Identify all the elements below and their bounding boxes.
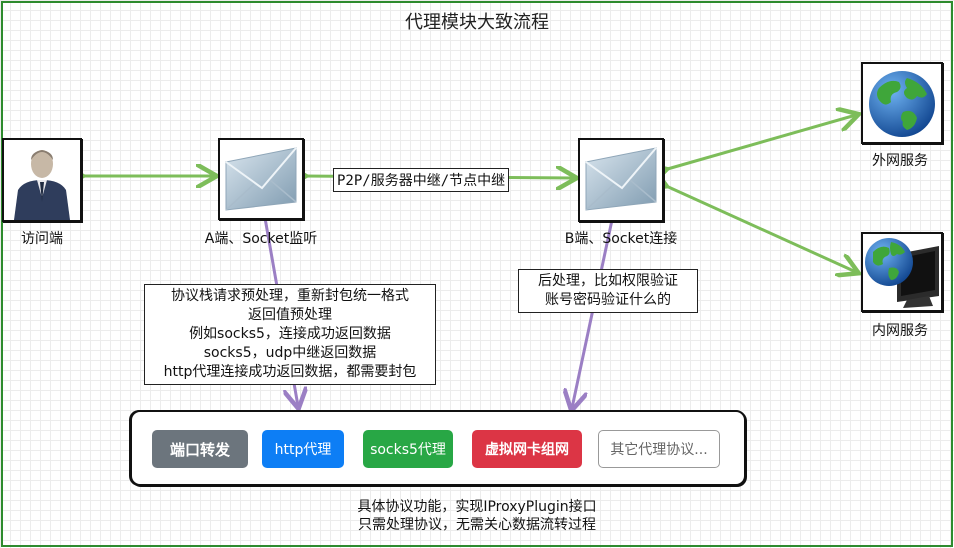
plugin-virtual-nic-button[interactable]: 虚拟网卡组网 bbox=[472, 430, 582, 468]
visitor-label: 访问端 bbox=[21, 231, 63, 247]
person-icon bbox=[4, 140, 80, 220]
b-connect-node[interactable] bbox=[578, 138, 664, 222]
external-node[interactable] bbox=[861, 62, 943, 144]
plugin-socks5-proxy-button[interactable]: socks5代理 bbox=[363, 430, 453, 468]
preprocess-callout: 协议栈请求预处理，重新封包统一格式 返回值预处理 例如socks5，连接成功返回… bbox=[144, 284, 436, 385]
plugin-http-proxy-button[interactable]: http代理 bbox=[262, 430, 344, 468]
envelope-icon bbox=[225, 147, 297, 211]
preprocess-line: http代理连接成功返回数据，都需要封包 bbox=[163, 364, 417, 380]
visitor-node[interactable] bbox=[2, 138, 82, 222]
b-connect-label: B端、Socket连接 bbox=[564, 231, 678, 247]
preprocess-line: 例如socks5，连接成功返回数据 bbox=[189, 326, 391, 342]
internal-node[interactable] bbox=[861, 232, 943, 312]
bottom-note-line: 具体协议功能，实现IProxyPlugin接口 bbox=[357, 499, 597, 515]
globe-icon bbox=[869, 71, 935, 137]
monitor-globe-icon bbox=[865, 238, 939, 308]
preprocess-line: 返回值预处理 bbox=[248, 307, 332, 323]
edge-b-internal bbox=[664, 185, 856, 272]
edge-b-external bbox=[664, 115, 856, 170]
bottom-note-line: 只需处理协议，无需关心数据流转过程 bbox=[358, 517, 596, 533]
plugin-port-forward-button[interactable]: 端口转发 bbox=[152, 430, 248, 468]
postprocess-callout: 后处理，比如权限验证 账号密码验证什么的 bbox=[518, 269, 698, 313]
postprocess-line: 账号密码验证什么的 bbox=[545, 292, 671, 308]
preprocess-line: 协议栈请求预处理，重新封包统一格式 bbox=[171, 288, 409, 304]
preprocess-line: socks5，udp中继返回数据 bbox=[203, 345, 377, 361]
postprocess-line: 后处理，比如权限验证 bbox=[538, 273, 678, 289]
envelope-icon bbox=[585, 147, 657, 211]
external-label: 外网服务 bbox=[872, 153, 928, 169]
internal-label: 内网服务 bbox=[872, 323, 928, 339]
plugin-other-protocols-button[interactable]: 其它代理协议... bbox=[598, 430, 720, 468]
diagram-title: 代理模块大致流程 bbox=[405, 12, 549, 33]
edge-b-plugins bbox=[572, 219, 614, 408]
a-listen-node[interactable] bbox=[218, 138, 304, 220]
plugins-container: 端口转发 http代理 socks5代理 虚拟网卡组网 其它代理协议... bbox=[130, 410, 746, 486]
a-listen-label: A端、Socket监听 bbox=[204, 231, 318, 247]
relay-edge-label: P2P/服务器中继/节点中继 bbox=[333, 168, 510, 192]
